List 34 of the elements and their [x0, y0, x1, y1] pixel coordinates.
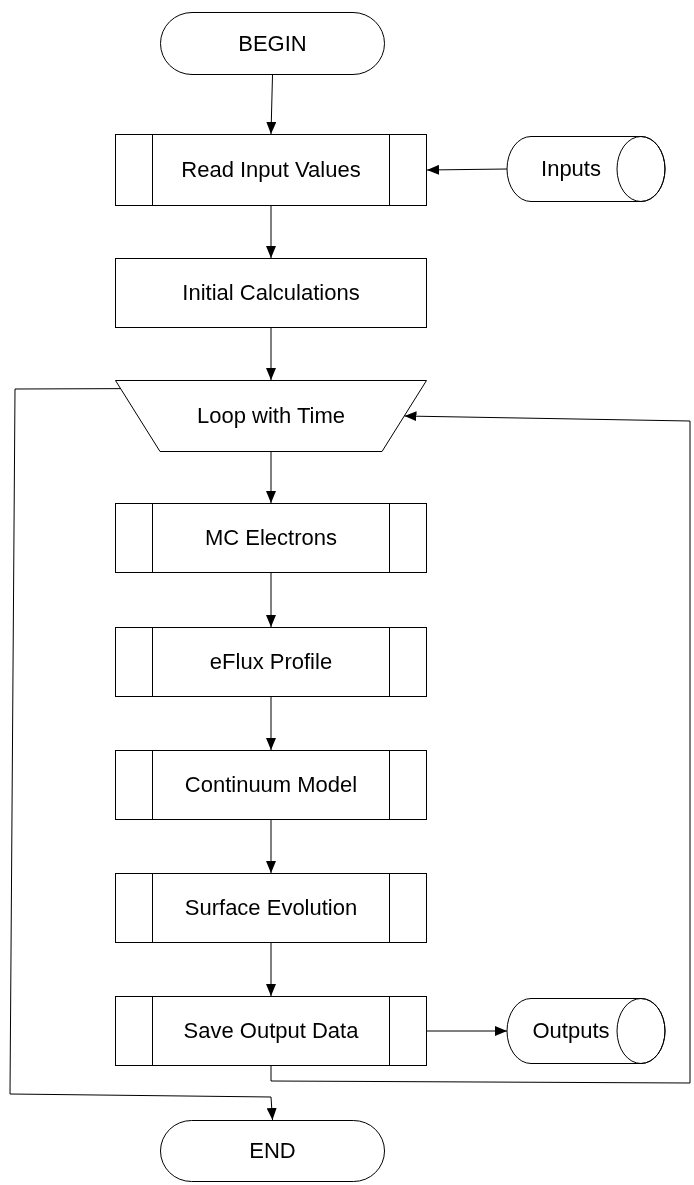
storage-cylinder: [507, 998, 665, 1064]
node-label: MC Electrons: [204, 525, 337, 551]
node-label: Save Output Data: [183, 1018, 359, 1044]
process-box: [115, 258, 427, 328]
arrow: [266, 205, 276, 259]
arrow: [426, 164, 508, 175]
node-label: Inputs: [541, 156, 601, 182]
node-label: Surface Evolution: [184, 895, 358, 921]
arrow: [266, 451, 276, 504]
arrow: [266, 327, 276, 381]
subroutine-box: [115, 503, 427, 573]
subroutine-box: [115, 996, 427, 1066]
node-label: eFlux Profile: [209, 649, 333, 675]
arrow: [426, 1026, 508, 1036]
node-label: BEGIN: [238, 30, 307, 57]
arrow: [266, 74, 277, 135]
node-label: Continuum Model: [184, 772, 358, 798]
subroutine-box: [115, 627, 427, 697]
subroutine-box: [115, 134, 427, 206]
loop-trapezoid: [115, 380, 427, 452]
arrow: [266, 819, 276, 874]
node-label: Read Input Values: [181, 157, 361, 183]
storage-cylinder: [507, 136, 665, 202]
node-label: Outputs: [532, 1018, 610, 1044]
arrow: [9, 388, 277, 1121]
subroutine-box: [115, 873, 427, 943]
node-label: Loop with Time: [197, 403, 345, 429]
node-label: Initial Calculations: [182, 280, 360, 306]
node-label: END: [249, 1138, 296, 1164]
arrow: [266, 942, 276, 997]
arrow: [266, 572, 276, 628]
arrow: [270, 411, 691, 1084]
subroutine-box: [115, 750, 427, 820]
arrow: [266, 696, 276, 751]
